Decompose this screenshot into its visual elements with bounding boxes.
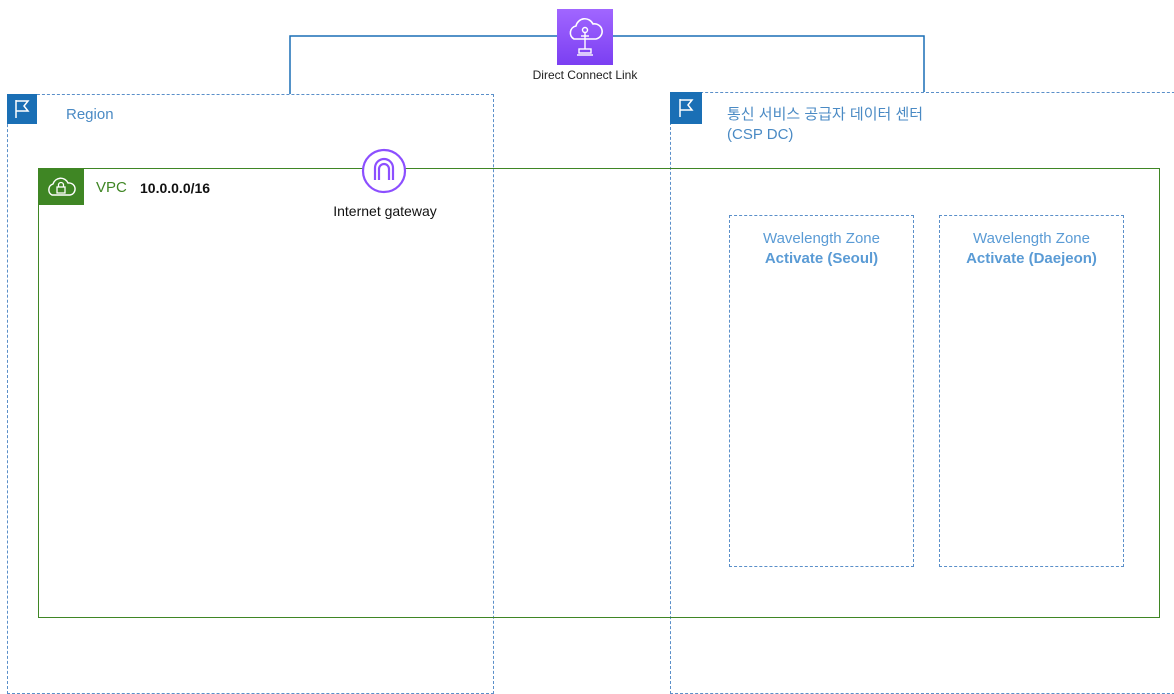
- vpc-cidr: 10.0.0.0/16: [140, 180, 211, 196]
- direct-connect-label: Direct Connect Link: [532, 68, 638, 82]
- vpc-lock-cloud-icon: [38, 168, 84, 205]
- direct-connect-icon[interactable]: [557, 9, 613, 65]
- wavelength-zone-daejeon: Wavelength Zone Activate (Daejeon): [939, 215, 1124, 567]
- region-label: Region: [66, 106, 114, 123]
- wavelength-zone-subtitle: Activate (Daejeon): [966, 250, 1097, 267]
- internet-gateway-icon[interactable]: [361, 148, 407, 194]
- csp-dc-flag-icon: [670, 92, 702, 124]
- wavelength-zone-title: Wavelength Zone: [762, 230, 880, 247]
- vpc-label: VPC: [96, 179, 127, 196]
- wavelength-zone-seoul: Wavelength Zone Activate (Seoul): [729, 215, 914, 567]
- wavelength-zone-title: Wavelength Zone: [972, 230, 1090, 247]
- vpc-group: [38, 168, 1160, 618]
- region-flag-icon: [7, 94, 37, 124]
- csp-dc-label-line1: 통신 서비스 공급자 데이터 센터: [727, 106, 924, 123]
- wavelength-zone-subtitle: Activate (Seoul): [764, 250, 879, 267]
- internet-gateway-label: Internet gateway: [333, 203, 437, 219]
- csp-dc-label-line2: (CSP DC): [727, 126, 794, 143]
